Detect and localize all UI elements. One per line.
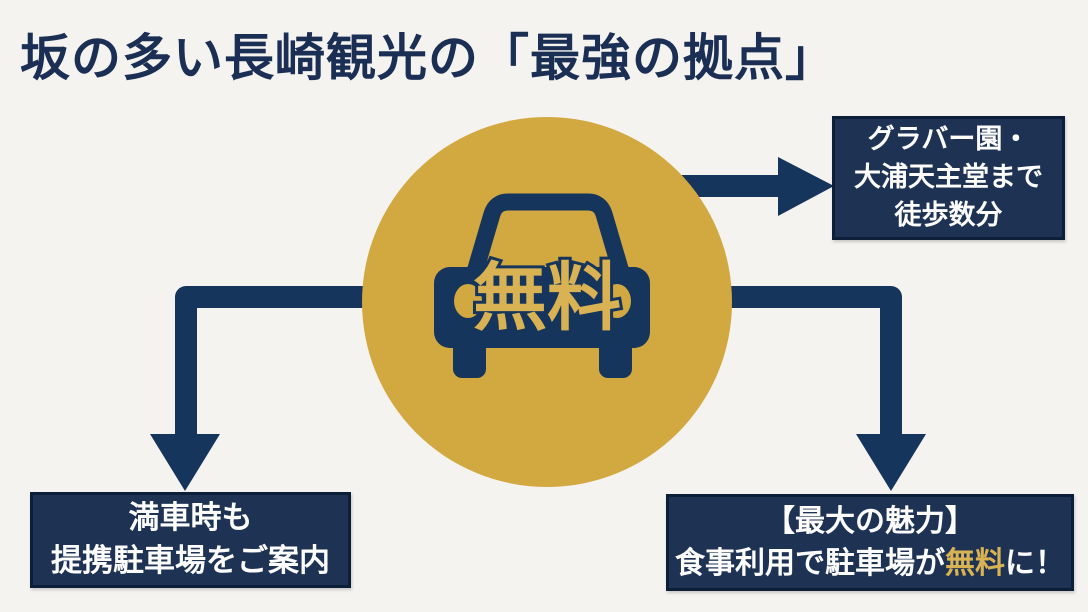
box-text-line: 徒歩数分	[894, 199, 1003, 230]
headlight-left-icon	[454, 284, 482, 318]
meal-line-suffix: に！	[1005, 546, 1065, 580]
page-title: 坂の多い長崎観光の「最強の拠点」	[20, 28, 836, 87]
meal-line-prefix: 食事利用で駐車場が	[675, 546, 945, 580]
arrow-to-meal-free	[700, 286, 926, 491]
arrowhead-down-icon	[150, 434, 220, 491]
headlight-right-icon	[603, 284, 631, 318]
car-front-icon: 無料	[434, 193, 650, 378]
box-text-line: 満車時も	[128, 500, 253, 536]
box-text-line: 食事利用で駐車場が無料に！	[669, 543, 1071, 585]
arrowhead-down-icon	[856, 434, 926, 491]
box-text-line: 提携駐車場をご案内	[51, 543, 330, 578]
free-label: 無料	[473, 256, 621, 339]
box-text-line: 大浦天主堂まで	[854, 162, 1043, 193]
meal-line-highlight: 無料	[945, 546, 1005, 580]
arrowhead-right-icon	[778, 157, 834, 216]
meal-free-parking-box: 【最大の魅力】 食事利用で駐車場が無料に！	[666, 494, 1074, 591]
partner-parking-box: 満車時も 提携駐車場をご案内	[30, 492, 351, 588]
glover-garden-box: グラバー園・ 大浦天主堂まで 徒歩数分	[832, 116, 1065, 240]
box-text-line: 【最大の魅力】	[765, 504, 975, 538]
arrow-to-partner-parking	[150, 286, 380, 491]
box-text-line: グラバー園・	[867, 124, 1030, 155]
